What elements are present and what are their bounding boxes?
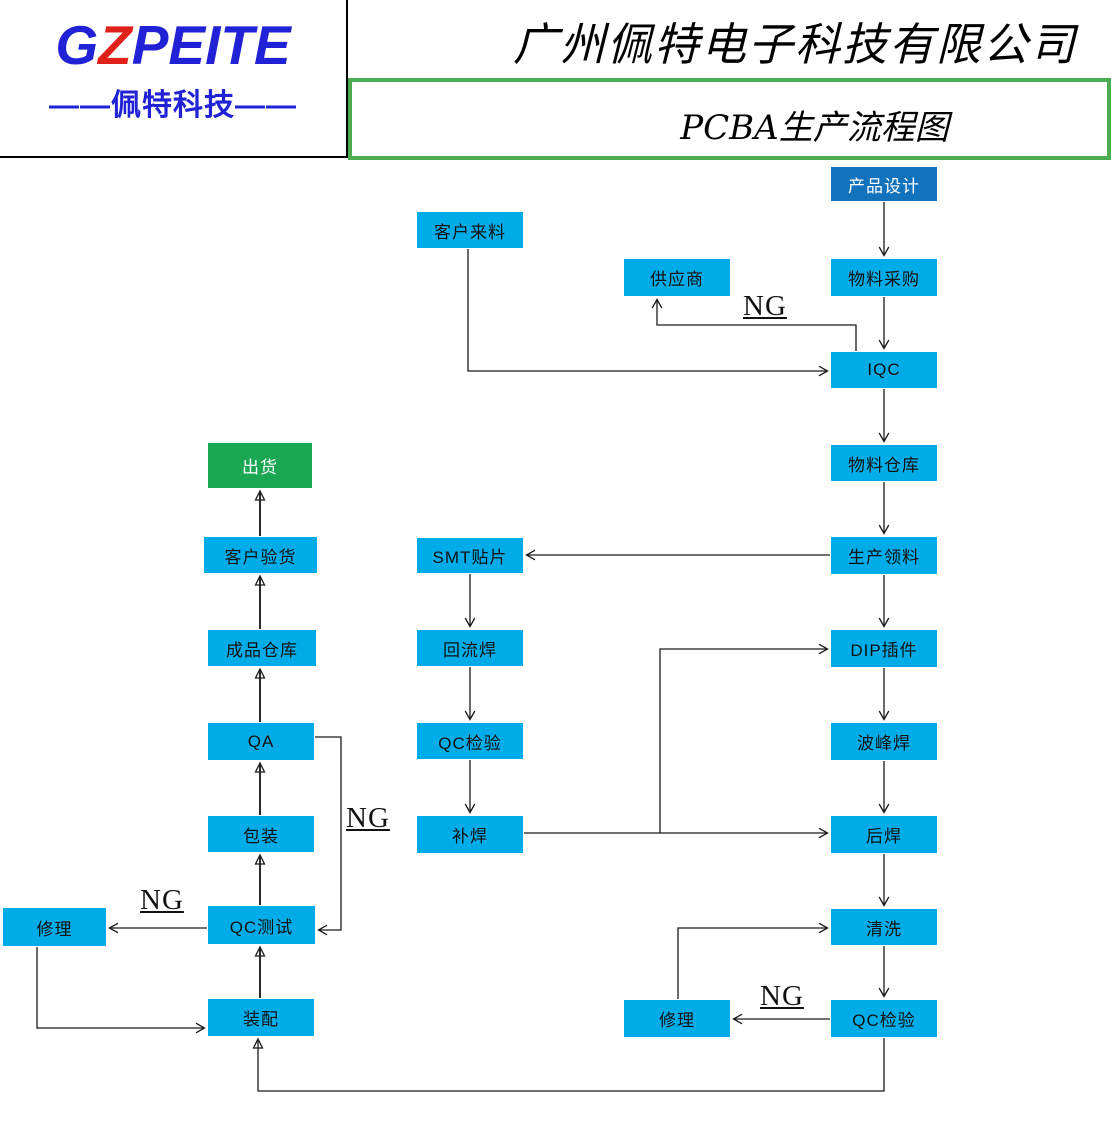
node-customer-inspection: 客户验货 [204, 537, 317, 573]
node-qa: QA [208, 723, 314, 760]
node-reflow-soldering: 回流焊 [417, 630, 523, 666]
node-iqc: IQC [831, 352, 937, 388]
node-qc-test: QC测试 [208, 906, 315, 944]
logo-g: G [55, 14, 99, 76]
ng-label-qc-final: NG [760, 980, 804, 1012]
company-logo: GZPEITE [0, 16, 346, 74]
edge-repairright-clean [677, 922, 829, 999]
node-supplier: 供应商 [624, 259, 730, 296]
logo-dash-left: —— [49, 89, 111, 122]
node-touch-up-soldering: 补焊 [417, 816, 523, 853]
node-repair-right: 修理 [624, 1000, 730, 1037]
edge-repairweld-dip [659, 643, 829, 833]
doc-title: PCBA生产流程图 [680, 108, 949, 148]
node-assembly: 装配 [208, 999, 314, 1036]
node-dip-insertion: DIP插件 [831, 630, 937, 667]
logo-box: GZPEITE ——佩特科技—— [0, 0, 348, 158]
node-production-picking: 生产领料 [831, 537, 937, 574]
node-repair-left: 修理 [3, 908, 106, 946]
node-qc-inspection-smt: QC检验 [417, 723, 523, 759]
ng-label-qc-test: NG [140, 884, 184, 916]
node-finished-goods-warehouse: 成品仓库 [208, 630, 316, 666]
logo-dash-right: —— [235, 89, 297, 122]
node-material-purchase: 物料采购 [831, 259, 937, 296]
ng-label-iqc: NG [743, 290, 787, 322]
node-smt-placement: SMT贴片 [417, 538, 523, 573]
logo-z: Z [98, 14, 132, 76]
node-post-soldering: 后焊 [831, 816, 937, 853]
company-title: 广州佩特电子科技有限公司 [512, 18, 1077, 71]
node-packing: 包装 [208, 816, 314, 852]
node-wave-soldering: 波峰焊 [831, 723, 937, 760]
logo-subtitle: ——佩特科技—— [0, 80, 346, 124]
node-customer-incoming: 客户来料 [417, 212, 523, 248]
doc-title-frame: PCBA生产流程图 [348, 78, 1111, 160]
edge-repairleft-assembly [36, 947, 206, 1034]
edge-qcfinal-assembly [258, 1038, 885, 1092]
logo-rest: PEITE [131, 14, 291, 76]
node-material-warehouse: 物料仓库 [831, 445, 937, 481]
node-product-design: 产品设计 [831, 167, 937, 201]
ng-label-qa: NG [346, 802, 390, 834]
node-qc-inspection-final: QC检验 [831, 1000, 937, 1037]
node-cleaning: 清洗 [831, 909, 937, 945]
edge-qa-qctest-ng [315, 736, 342, 936]
node-shipment: 出货 [208, 443, 312, 488]
logo-subtitle-text: 佩特科技 [111, 89, 235, 122]
